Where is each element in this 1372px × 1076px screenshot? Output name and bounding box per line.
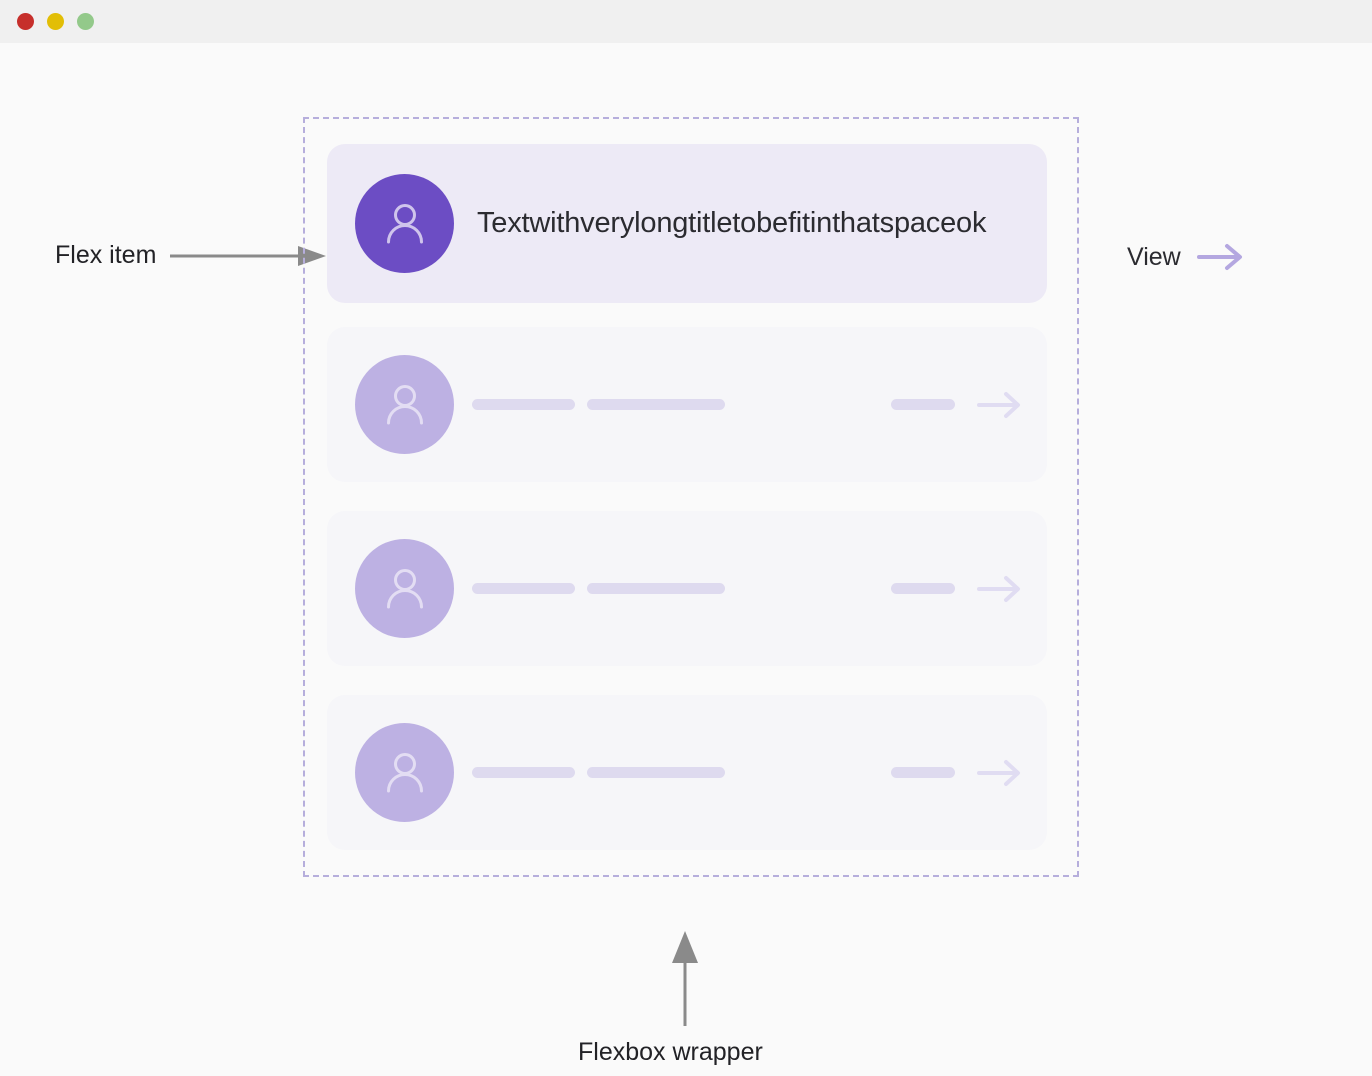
arrow-right-icon[interactable]: [1196, 241, 1245, 273]
annotation-flex-item-label: Flex item: [55, 241, 157, 269]
window-titlebar: [0, 0, 1372, 43]
user-avatar-icon: [355, 355, 454, 454]
flex-item-card-skeleton-3[interactable]: [327, 695, 1047, 850]
skeleton-bar-tiny: [891, 399, 955, 410]
skeleton-bar-long: [587, 399, 725, 410]
flex-item-card-primary[interactable]: Textwithverylongtitletobefitinthatspaceo…: [327, 144, 1047, 303]
skeleton-text-placeholders: [472, 399, 725, 410]
skeleton-bar-tiny: [891, 767, 955, 778]
arrow-right-icon[interactable]: [977, 574, 1023, 604]
annotation-flexbox-wrapper-label: Flexbox wrapper: [578, 1038, 763, 1066]
view-label: View: [1127, 242, 1181, 271]
user-avatar-icon: [355, 174, 454, 273]
card-title: Textwithverylongtitletobefitinthatspaceo…: [477, 207, 987, 239]
minimize-button[interactable]: [47, 13, 64, 30]
annotation-flex-item: Flex item: [55, 241, 330, 270]
maximize-button[interactable]: [77, 13, 94, 30]
flex-item-card-skeleton-2[interactable]: [327, 511, 1047, 666]
skeleton-bar-short: [472, 583, 575, 594]
skeleton-action-group[interactable]: [891, 758, 1023, 788]
arrow-up-icon: [669, 931, 701, 1026]
arrow-right-icon: [170, 244, 330, 268]
arrow-right-icon[interactable]: [977, 390, 1023, 420]
flexbox-wrapper: Textwithverylongtitletobefitinthatspaceo…: [303, 117, 1079, 877]
skeleton-bar-long: [587, 583, 725, 594]
diagram-canvas: Flex item Textwithverylongtitletobefitin…: [0, 43, 1372, 1076]
skeleton-text-placeholders: [472, 767, 725, 778]
skeleton-bar-short: [472, 399, 575, 410]
arrow-right-icon[interactable]: [977, 758, 1023, 788]
skeleton-bar-tiny: [891, 583, 955, 594]
flex-item-card-skeleton-1[interactable]: [327, 327, 1047, 482]
skeleton-bar-long: [587, 767, 725, 778]
user-avatar-icon: [355, 539, 454, 638]
skeleton-text-placeholders: [472, 583, 725, 594]
user-avatar-icon: [355, 723, 454, 822]
view-action-link[interactable]: View: [1127, 241, 1245, 273]
skeleton-bar-short: [472, 767, 575, 778]
close-button[interactable]: [17, 13, 34, 30]
skeleton-action-group[interactable]: [891, 574, 1023, 604]
skeleton-action-group[interactable]: [891, 390, 1023, 420]
